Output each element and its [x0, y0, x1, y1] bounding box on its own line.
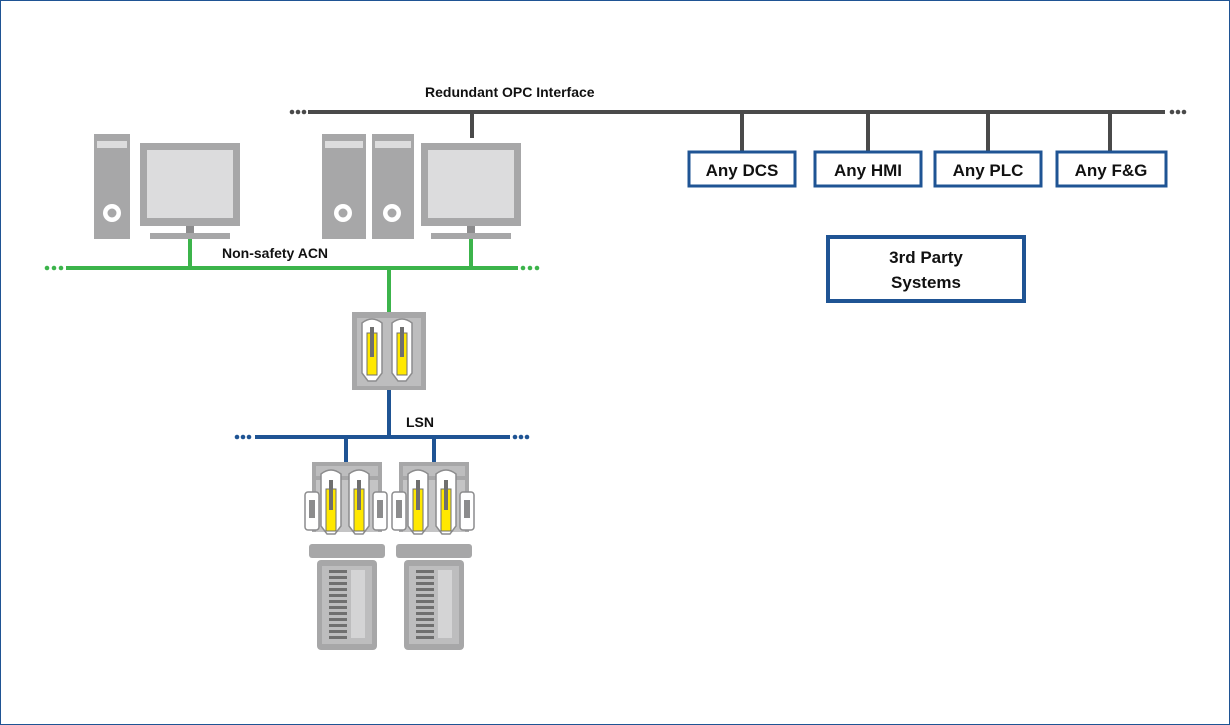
third-party-box-dcs: Any DCS: [687, 150, 797, 188]
side-module-icon: [391, 491, 407, 531]
io-module-icon: [404, 560, 464, 650]
third-party-label-dcs: Any DCS: [706, 161, 779, 180]
side-module-icon: [459, 491, 475, 531]
opc-bus-label: Redundant OPC Interface: [425, 84, 595, 100]
third-party-label-hmi: Any HMI: [834, 161, 902, 180]
third-party-label-plc: Any PLC: [953, 161, 1024, 180]
third-party-label-fg: Any F&G: [1075, 161, 1148, 180]
module-card-icon: [435, 469, 457, 535]
module-card-icon: [391, 318, 413, 382]
third-party-box-plc: Any PLC: [933, 150, 1043, 188]
side-module-icon: [304, 491, 320, 531]
lsn-bus-label: LSN: [406, 414, 434, 430]
acn-bus: [44, 239, 540, 312]
monitor-icon: [421, 143, 521, 239]
third-party-title-line2: Systems: [891, 273, 961, 292]
module-card-icon: [361, 318, 383, 382]
module-card-icon: [348, 469, 370, 535]
module-card-icon: [407, 469, 429, 535]
computer-tower-icon: [94, 134, 130, 239]
lsn-bus: [234, 390, 530, 462]
acn-bus-label: Non-safety ACN: [222, 245, 328, 261]
side-module-icon: [372, 491, 388, 531]
controller-rack-2: [391, 462, 475, 650]
computer-tower-icon: [322, 134, 366, 239]
third-party-systems-box: 3rd Party Systems: [826, 235, 1026, 303]
third-party-box-fg: Any F&G: [1055, 150, 1168, 188]
io-module-icon: [317, 560, 377, 650]
controller-rack-1: [304, 462, 388, 650]
gateway-module: [352, 312, 426, 390]
computer-tower-icon: [372, 134, 414, 239]
monitor-icon: [140, 143, 240, 239]
third-party-box-hmi: Any HMI: [813, 150, 923, 188]
workstation-2: [322, 134, 521, 239]
third-party-title-line1: 3rd Party: [889, 248, 963, 267]
opc-bus: [289, 109, 1187, 152]
module-card-icon: [320, 469, 342, 535]
workstation-1: [94, 134, 240, 239]
